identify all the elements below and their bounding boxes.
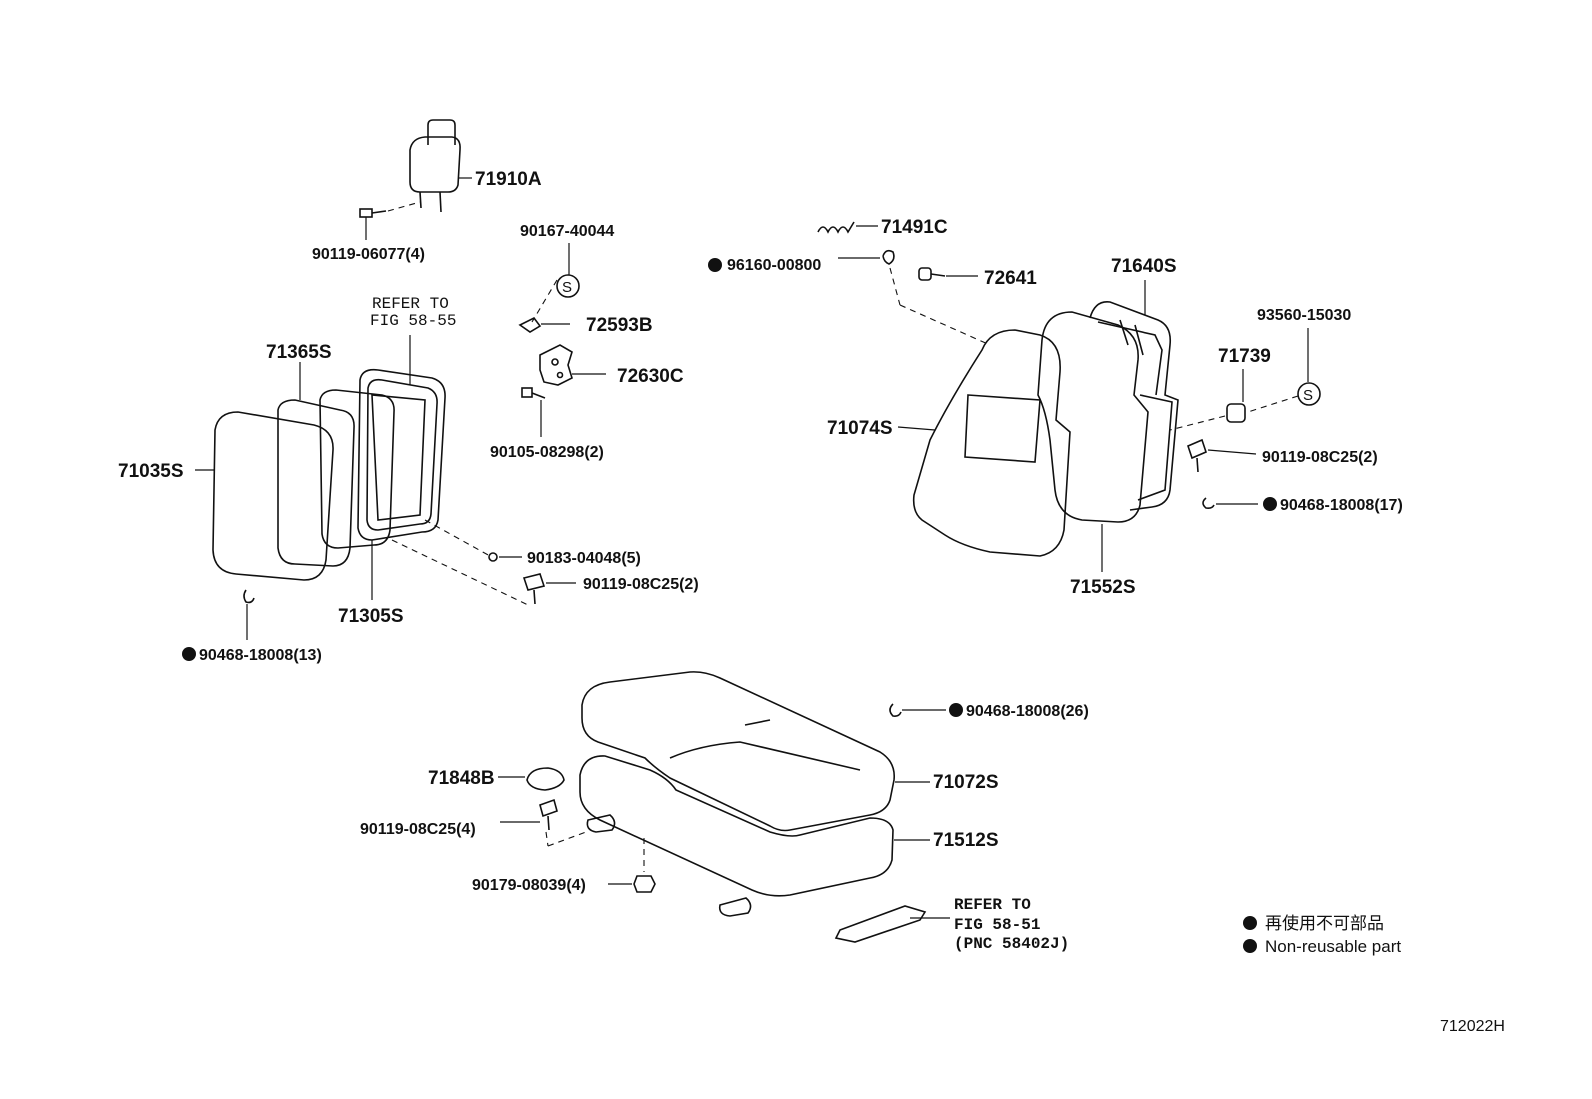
seatback-frame [357, 368, 446, 541]
refer-58-55-line1: REFER TO [372, 295, 449, 313]
headrest-71910A [409, 119, 472, 213]
label-90119-06077: 90119-06077(4) [312, 246, 425, 263]
label-71910A: 71910A [475, 169, 542, 190]
label-90119-08C25-c: 90119-08C25(4) [360, 821, 476, 838]
label-71848B: 71848B [428, 768, 495, 789]
knob-71739 [1226, 369, 1246, 423]
bolt-90119-08C25-c [500, 798, 587, 847]
nut-90183-04048 [488, 552, 522, 562]
label-71640S: 71640S [1111, 256, 1177, 277]
bolt-90119-08C25-a [522, 573, 576, 605]
nonreusable-dot-96160 [708, 258, 722, 272]
label-90468-18008-17: 90468-18008(17) [1280, 497, 1403, 514]
label-71512S: 71512S [933, 830, 999, 851]
clip-72593B [518, 316, 570, 333]
cushion-bracket-front [586, 814, 752, 917]
legend: 再使用不可部品 Non-reusable part [1243, 913, 1401, 956]
legend-dot-en [1243, 939, 1257, 953]
refer-58-51-line1: REFER TO [954, 896, 1031, 914]
seatback-pad-71365S [277, 399, 355, 567]
seatback-pad-71305S [319, 389, 395, 549]
label-71305S: 71305S [338, 606, 404, 627]
label-71072S: 71072S [933, 772, 999, 793]
label-71074S: 71074S [827, 418, 893, 439]
refer-58-55-line2: FIG 58-55 [370, 312, 456, 330]
svg-text:S: S [1303, 387, 1313, 404]
cap-71848B [498, 767, 565, 791]
label-90119-08C25-a: 90119-08C25(2) [583, 576, 699, 593]
label-90468-18008-26: 90468-18008(26) [966, 703, 1089, 720]
seat-belt-strap [834, 905, 950, 943]
label-90468-18008-13: 90468-18008(13) [199, 647, 322, 664]
label-90167-40044: 90167-40044 [520, 223, 614, 240]
label-93560-15030: 93560-15030 [1257, 307, 1351, 324]
seatback-cover-71074S [912, 329, 1071, 557]
hog-ring-26 [889, 703, 946, 717]
refer-58-51-line3: (PNC 58402J) [954, 935, 1069, 953]
diagram-id: 712022H [1440, 1018, 1505, 1035]
bolt-90105-08298 [521, 387, 546, 437]
seat-cushion-cover-71072S [581, 671, 896, 832]
label-96160-00800: 96160-00800 [727, 257, 821, 274]
hog-ring-13 [243, 589, 255, 640]
knob-72641 [918, 267, 978, 281]
spring-71491C [817, 221, 878, 234]
clip-96160-00800 [838, 249, 895, 265]
label-90183-04048: 90183-04048(5) [527, 550, 641, 567]
bolt-90119-06077 [359, 201, 421, 240]
hog-ring-17 [1202, 497, 1258, 509]
label-90179-08039: 90179-08039(4) [472, 877, 586, 894]
label-90119-08C25-b: 90119-08C25(2) [1262, 449, 1378, 466]
label-71739: 71739 [1218, 346, 1271, 367]
label-72641: 72641 [984, 268, 1037, 289]
lock-72630C [539, 344, 606, 386]
legend-dot-jp [1243, 916, 1257, 930]
label-71035S: 71035S [118, 461, 184, 482]
s-mark-90167: S [556, 274, 580, 298]
label-90105-08298: 90105-08298(2) [490, 444, 604, 461]
svg-text:S: S [562, 279, 572, 296]
label-72593B: 72593B [586, 315, 653, 336]
legend-jp: 再使用不可部品 [1265, 913, 1384, 933]
label-71365S: 71365S [266, 342, 332, 363]
nonreusable-dot-26 [949, 703, 963, 717]
seat-cushion-pad-71512S [579, 755, 894, 897]
label-71491C: 71491C [881, 217, 948, 238]
refer-58-51-line2: FIG 58-51 [954, 916, 1040, 934]
seatback-cover-71035S [212, 411, 334, 581]
nonreusable-dot-13 [182, 647, 196, 661]
seatback-frame-71640S [1089, 301, 1179, 511]
label-72630C: 72630C [617, 366, 684, 387]
seatback-pad-71552S [1037, 311, 1149, 523]
legend-en: Non-reusable part [1265, 937, 1401, 956]
s-mark-93560: S [1297, 382, 1321, 406]
label-71552S: 71552S [1070, 577, 1136, 598]
bolt-90119-08C25-b [1187, 438, 1257, 473]
nonreusable-dot-17 [1263, 497, 1277, 511]
nut-90179-08039 [608, 838, 656, 893]
